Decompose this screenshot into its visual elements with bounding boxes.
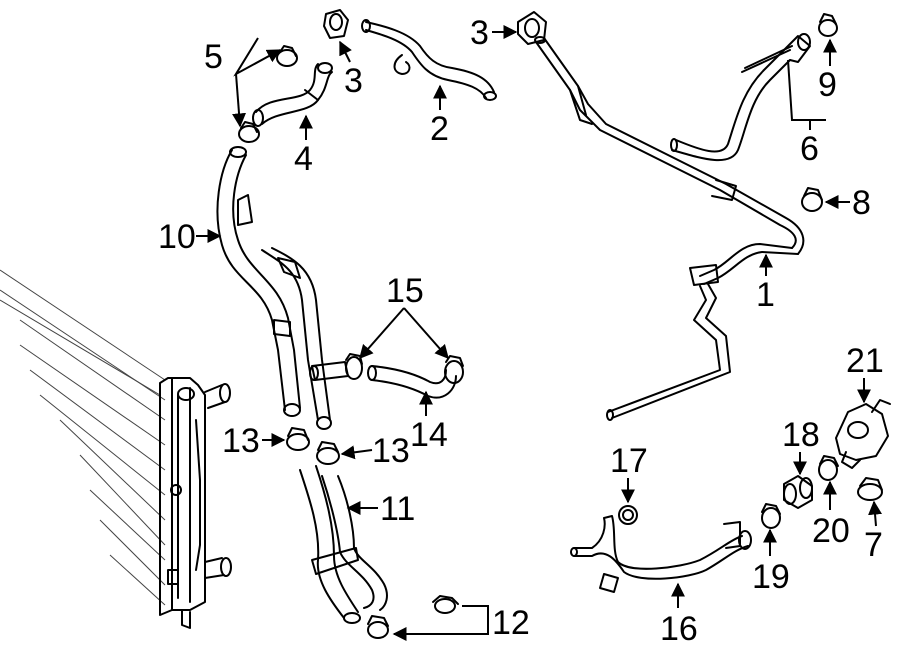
coolant-pipe-10 (216, 146, 332, 430)
clamp-20 (818, 455, 839, 481)
radiator (0, 269, 232, 629)
hose-18 (783, 475, 813, 509)
callout-3-left: 3 (344, 62, 363, 100)
hose-4 (252, 62, 333, 127)
callout-9: 9 (818, 66, 837, 104)
clamp-3-right (517, 11, 547, 45)
clamp-5a (276, 45, 298, 67)
clamp-3-left (323, 9, 349, 39)
callout-labels: 1 2 3 3 4 5 6 7 8 9 10 11 12 13 13 14 15… (158, 14, 884, 648)
callout-13-left: 13 (222, 422, 260, 460)
callout-8: 8 (852, 184, 871, 222)
clamp-12-top (432, 595, 459, 614)
callout-20: 20 (812, 512, 850, 550)
callout-7: 7 (864, 526, 883, 564)
coolant-pipe-16 (570, 515, 752, 593)
callout-13-right: 13 (372, 432, 410, 470)
callout-15: 15 (386, 272, 424, 310)
hose-11 (299, 465, 388, 624)
callout-10: 10 (158, 218, 196, 256)
fitting-15-left (309, 361, 349, 381)
clamp-13-left (286, 427, 310, 451)
hose-14 (367, 365, 457, 399)
callout-19: 19 (752, 558, 790, 596)
callout-4: 4 (294, 140, 313, 178)
coolant-pipe-1 (534, 36, 805, 421)
callout-3-right: 3 (470, 14, 489, 52)
clamp-9 (818, 13, 838, 37)
hose-2 (361, 19, 497, 101)
callout-6: 6 (800, 130, 819, 168)
callout-14: 14 (410, 416, 448, 454)
coolant-pipe-6 (670, 33, 811, 162)
housing-21 (835, 399, 891, 469)
clamp-13-right (316, 441, 340, 465)
callout-12: 12 (492, 604, 530, 642)
clamp-15b (444, 355, 464, 384)
clamp-7 (857, 477, 883, 501)
callout-21: 21 (846, 342, 884, 380)
callout-17: 17 (610, 442, 648, 480)
callout-18: 18 (782, 416, 820, 454)
callout-leaders (196, 25, 883, 641)
callout-2: 2 (430, 110, 449, 148)
o-ring-17 (618, 505, 638, 525)
clamp-19 (761, 503, 781, 529)
callout-1: 1 (756, 276, 775, 314)
callout-11: 11 (380, 490, 415, 528)
clamp-12-bottom (367, 615, 389, 639)
callout-16: 16 (660, 610, 698, 648)
clamp-8 (801, 187, 823, 212)
callout-5: 5 (204, 38, 223, 76)
clamp-15a (345, 353, 363, 380)
